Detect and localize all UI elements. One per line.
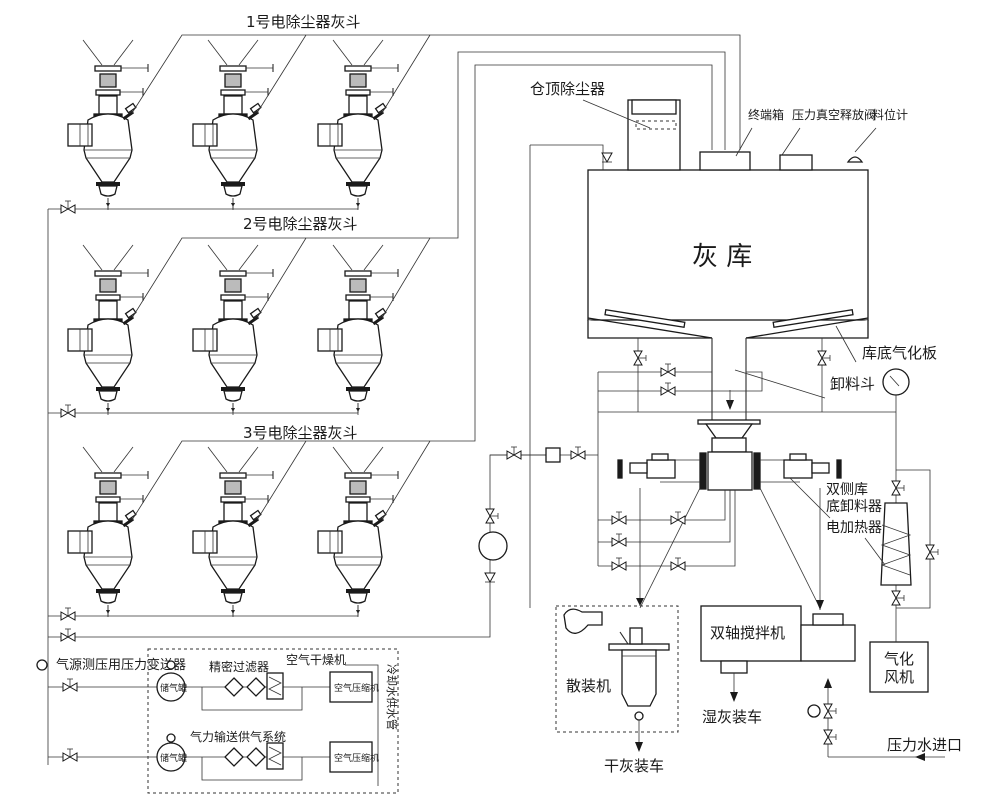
- hopper-group-2-label: 2号电除尘器灰斗: [243, 215, 358, 233]
- pressure-regulator: [545, 447, 561, 463]
- dry-ash-loading-label: 干灰装车: [604, 757, 664, 775]
- air-compressor-label: 空气压缩机: [334, 682, 379, 694]
- unloader-label-line2: 底卸料器: [826, 499, 882, 515]
- gate-valve: [611, 557, 627, 571]
- gate-valve: [62, 748, 78, 762]
- solenoid-valve: [670, 557, 686, 571]
- gate-valve: [60, 200, 76, 214]
- level-meter-label: 料位计: [872, 107, 908, 122]
- gate-valve: [633, 350, 647, 366]
- hopper-group-3-label: 3号电除尘器灰斗: [243, 424, 358, 442]
- air-dryer-label: 空气干燥机: [286, 652, 346, 667]
- conveying-vessel: [67, 39, 149, 211]
- double-side-unloader: 双侧库 底卸料器 电加热器: [617, 419, 886, 609]
- gate-valve: [891, 480, 905, 496]
- conveying-vessel: [192, 446, 274, 618]
- terminal-box-label: 终端箱: [748, 107, 784, 122]
- gate-valve: [660, 363, 676, 377]
- system-label: 气力输送供气系统: [190, 729, 286, 744]
- blower-label-line1: 气化: [884, 650, 914, 668]
- solenoid-valve: [670, 511, 686, 525]
- gate-valve: [506, 446, 522, 460]
- conveying-vessel: [192, 244, 274, 416]
- hopper-group-1: 1号电除尘器灰斗: [67, 13, 399, 211]
- air-receiver-label: 储气罐: [160, 682, 187, 694]
- hopper-group-1-label: 1号电除尘器灰斗: [246, 13, 361, 31]
- gate-valve: [60, 628, 76, 642]
- conveying-vessel: [192, 39, 274, 211]
- gate-valve: [925, 544, 939, 560]
- gate-valve: [823, 729, 837, 745]
- twin-shaft-mixer-unit: 双轴搅拌机 湿灰装车 压力水进口: [700, 488, 962, 761]
- gate-valve: [611, 511, 627, 525]
- unloader-label-line1: 双侧库: [826, 482, 868, 498]
- solenoid-valve: [570, 446, 586, 460]
- gate-valve: [891, 590, 905, 606]
- pressure-transmitter-label: 气源测压用压力变送器: [56, 657, 186, 673]
- check-valve: [601, 152, 613, 163]
- air-receiver-label-2: 储气罐: [160, 752, 187, 764]
- silo-label: 灰 库: [692, 242, 752, 272]
- aeration-blower: 气化 风机: [869, 608, 929, 693]
- wet-ash-loading-label: 湿灰装车: [702, 708, 762, 726]
- electric-heater-label: 电加热器: [826, 520, 882, 536]
- conveying-vessel: [317, 39, 399, 211]
- ash-silo: 灰 库 仓顶除尘器 终端箱 压力真空释放阀 料位计 库底气化板 卸料斗: [529, 80, 937, 608]
- gate-valve: [60, 404, 76, 418]
- unloader-air-valves: [478, 446, 736, 583]
- silo-aeration-piping: [597, 338, 939, 609]
- check-valve: [484, 572, 496, 583]
- conveying-vessel: [317, 446, 399, 618]
- hopper-group-2: 2号电除尘器灰斗: [67, 215, 399, 416]
- blower-label-line2: 风机: [884, 668, 914, 686]
- conveying-vessel: [317, 244, 399, 416]
- hopper-group-3: 3号电除尘器灰斗: [67, 424, 399, 618]
- gate-valve: [485, 508, 499, 524]
- gate-valve: [60, 607, 76, 621]
- air-compressor-label-2: 空气压缩机: [334, 752, 379, 764]
- conveying-vessel: [67, 244, 149, 416]
- gate-valve: [611, 533, 627, 547]
- aeration-plate-label: 库底气化板: [862, 344, 937, 362]
- air-receiver: [478, 531, 508, 561]
- gate-valve: [817, 350, 831, 366]
- roof-dust-collector-label: 仓顶除尘器: [530, 80, 605, 98]
- cooling-water-label: 冷却水供水管: [385, 664, 399, 730]
- precision-filter-label: 精密过滤器: [209, 659, 269, 674]
- bulk-loader-unit: 散装机 干灰装车: [555, 488, 679, 775]
- mixer-label: 双轴搅拌机: [710, 624, 785, 642]
- pressure-relief-valve-label: 压力真空释放阀: [792, 107, 876, 122]
- conveying-vessel: [67, 446, 149, 618]
- bulk-loader-label: 散装机: [566, 677, 611, 695]
- pressure-water-inlet-label: 压力水进口: [887, 736, 962, 754]
- gate-valve: [660, 382, 676, 396]
- gate-valve: [62, 678, 78, 692]
- discharge-hopper-label: 卸料斗: [830, 375, 875, 393]
- air-supply-system: 气源测压用压力变送器 储气罐 精密过滤器 空气干燥机 空气压缩机 储气罐 气力输…: [36, 648, 399, 794]
- solenoid-valve: [823, 703, 837, 719]
